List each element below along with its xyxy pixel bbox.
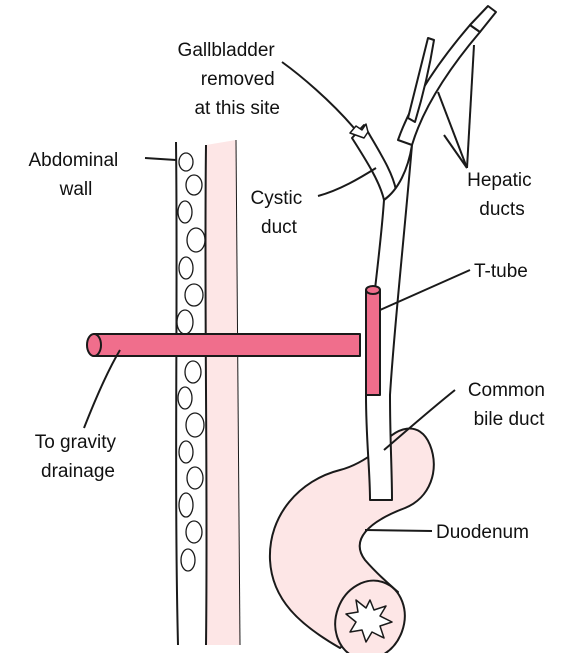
abdominal-wall [176, 140, 240, 645]
abdominal-wall-outer-line [176, 142, 178, 645]
hepatic-ducts-label: Hepatic ducts [467, 170, 537, 220]
duodenum-label: Duodenum [436, 522, 529, 543]
hepatic-duct-branch-right [470, 6, 496, 32]
abdominal-wall-inner-line [205, 145, 206, 645]
labels: Gallbladder removed at this site Hepatic… [28, 40, 550, 543]
t-tube-drain-opening [87, 334, 101, 356]
t-tube-vertical-limb [366, 290, 380, 395]
duodenum [270, 429, 434, 653]
hepatic-leader-3 [467, 45, 474, 168]
gravity-drainage-label: To gravity drainage [35, 432, 122, 482]
common-bile-duct-label: Common bile duct [468, 380, 550, 430]
cystic-leader [318, 168, 376, 196]
hepatic-duct-upper [398, 25, 480, 145]
gravity-leader [84, 350, 120, 428]
t-tube-label: T-tube [474, 261, 528, 282]
gallbladder-label: Gallbladder removed at this site [178, 40, 280, 119]
duodenum-leader [365, 530, 432, 531]
gallbladder-leader [282, 62, 354, 128]
cystic-duct-label: Cystic duct [250, 188, 307, 238]
t-tube-top-opening [366, 286, 380, 294]
hepatic-leader-1 [438, 92, 467, 168]
fat-lobules [177, 153, 205, 571]
abdominal-wall-label: Abdominal wall [28, 150, 123, 200]
abdominal-wall-pink-layer [206, 140, 240, 645]
abdominal-leader [145, 158, 176, 160]
t-tube-horizontal-limb [94, 334, 360, 356]
